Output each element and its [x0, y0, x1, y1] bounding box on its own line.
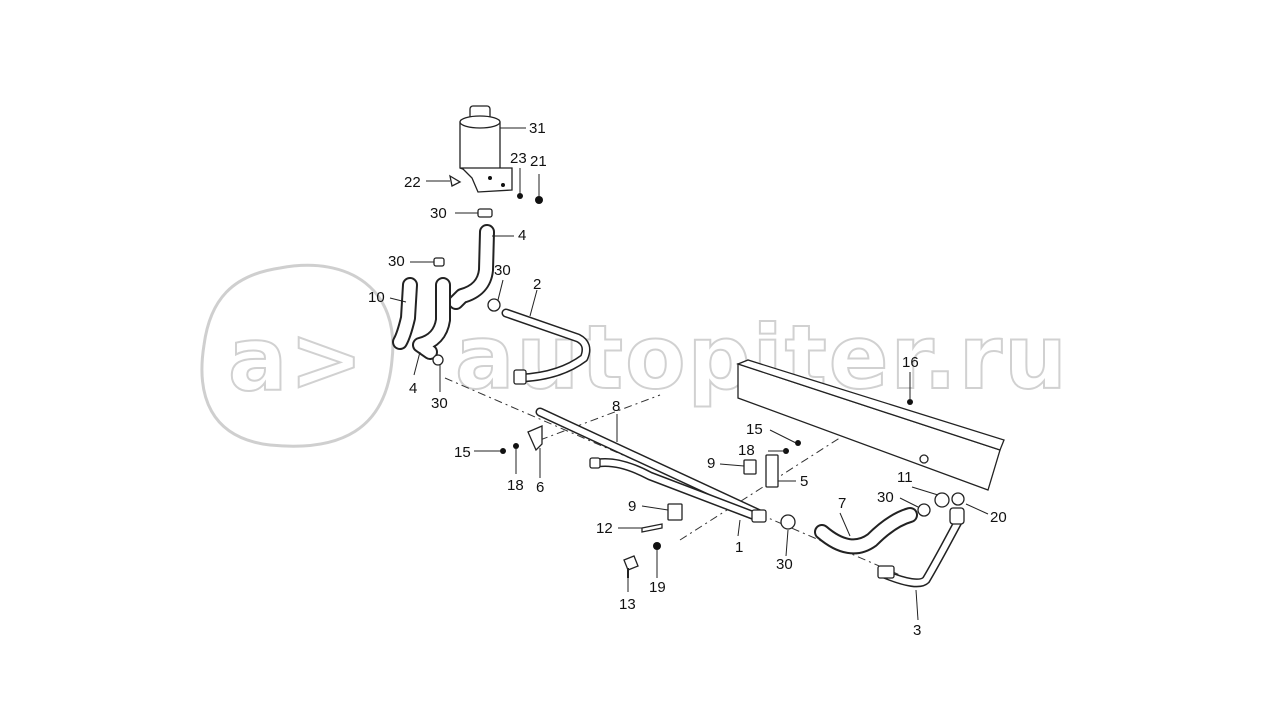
callout-9-lower: 9 [628, 498, 636, 515]
callout-1: 1 [735, 539, 743, 556]
callout-3: 3 [913, 622, 921, 639]
callout-30-hose4: 30 [494, 262, 511, 279]
callout-19: 19 [649, 579, 666, 596]
reservoir-31 [459, 105, 513, 193]
callout-18-left: 18 [507, 477, 524, 494]
callout-5: 5 [800, 473, 808, 490]
callout-labels: 31 23 21 22 30 4 30 30 2 10 4 30 16 8 15… [368, 120, 1007, 639]
callout-23: 23 [510, 150, 527, 167]
callout-30-hose7: 30 [877, 489, 894, 506]
callout-2: 2 [533, 276, 541, 293]
callout-20: 20 [990, 509, 1007, 526]
callout-13: 13 [619, 596, 636, 613]
callout-7: 7 [838, 495, 846, 512]
hose-10 [392, 277, 418, 350]
callout-12: 12 [596, 520, 613, 537]
bracket-16 [736, 359, 1005, 491]
pipe-1 [589, 457, 767, 523]
callout-30-reservoir: 30 [430, 205, 447, 222]
callout-8: 8 [612, 398, 620, 415]
callout-15-right: 15 [746, 421, 763, 438]
callout-11: 11 [897, 469, 913, 486]
callout-4-lower: 4 [409, 380, 417, 397]
pipe-3 [877, 507, 965, 588]
callout-30-hose10: 30 [388, 253, 405, 270]
hose-4-lower [412, 257, 451, 360]
callout-4-upper: 4 [518, 227, 526, 244]
callout-30-pipe1: 30 [776, 556, 793, 573]
callout-16: 16 [902, 354, 919, 371]
pipe-2 [487, 298, 591, 385]
pipe-8 [535, 407, 767, 520]
callout-10: 10 [368, 289, 385, 306]
watermark-logo-badge [200, 263, 395, 448]
callout-18-right: 18 [738, 442, 755, 459]
leader-lines [389, 127, 989, 621]
small-parts [432, 174, 965, 578]
callout-6: 6 [536, 479, 544, 496]
callout-30-lower: 30 [431, 395, 448, 412]
hose-4-upper [448, 208, 495, 310]
callout-22: 22 [404, 174, 421, 191]
watermark-logo-glyph: a> [228, 308, 365, 411]
callout-31: 31 [529, 120, 546, 137]
callout-21: 21 [530, 153, 547, 170]
callout-9-upper: 9 [707, 455, 715, 472]
hose-7 [814, 507, 918, 555]
callout-15-left: 15 [454, 444, 471, 461]
